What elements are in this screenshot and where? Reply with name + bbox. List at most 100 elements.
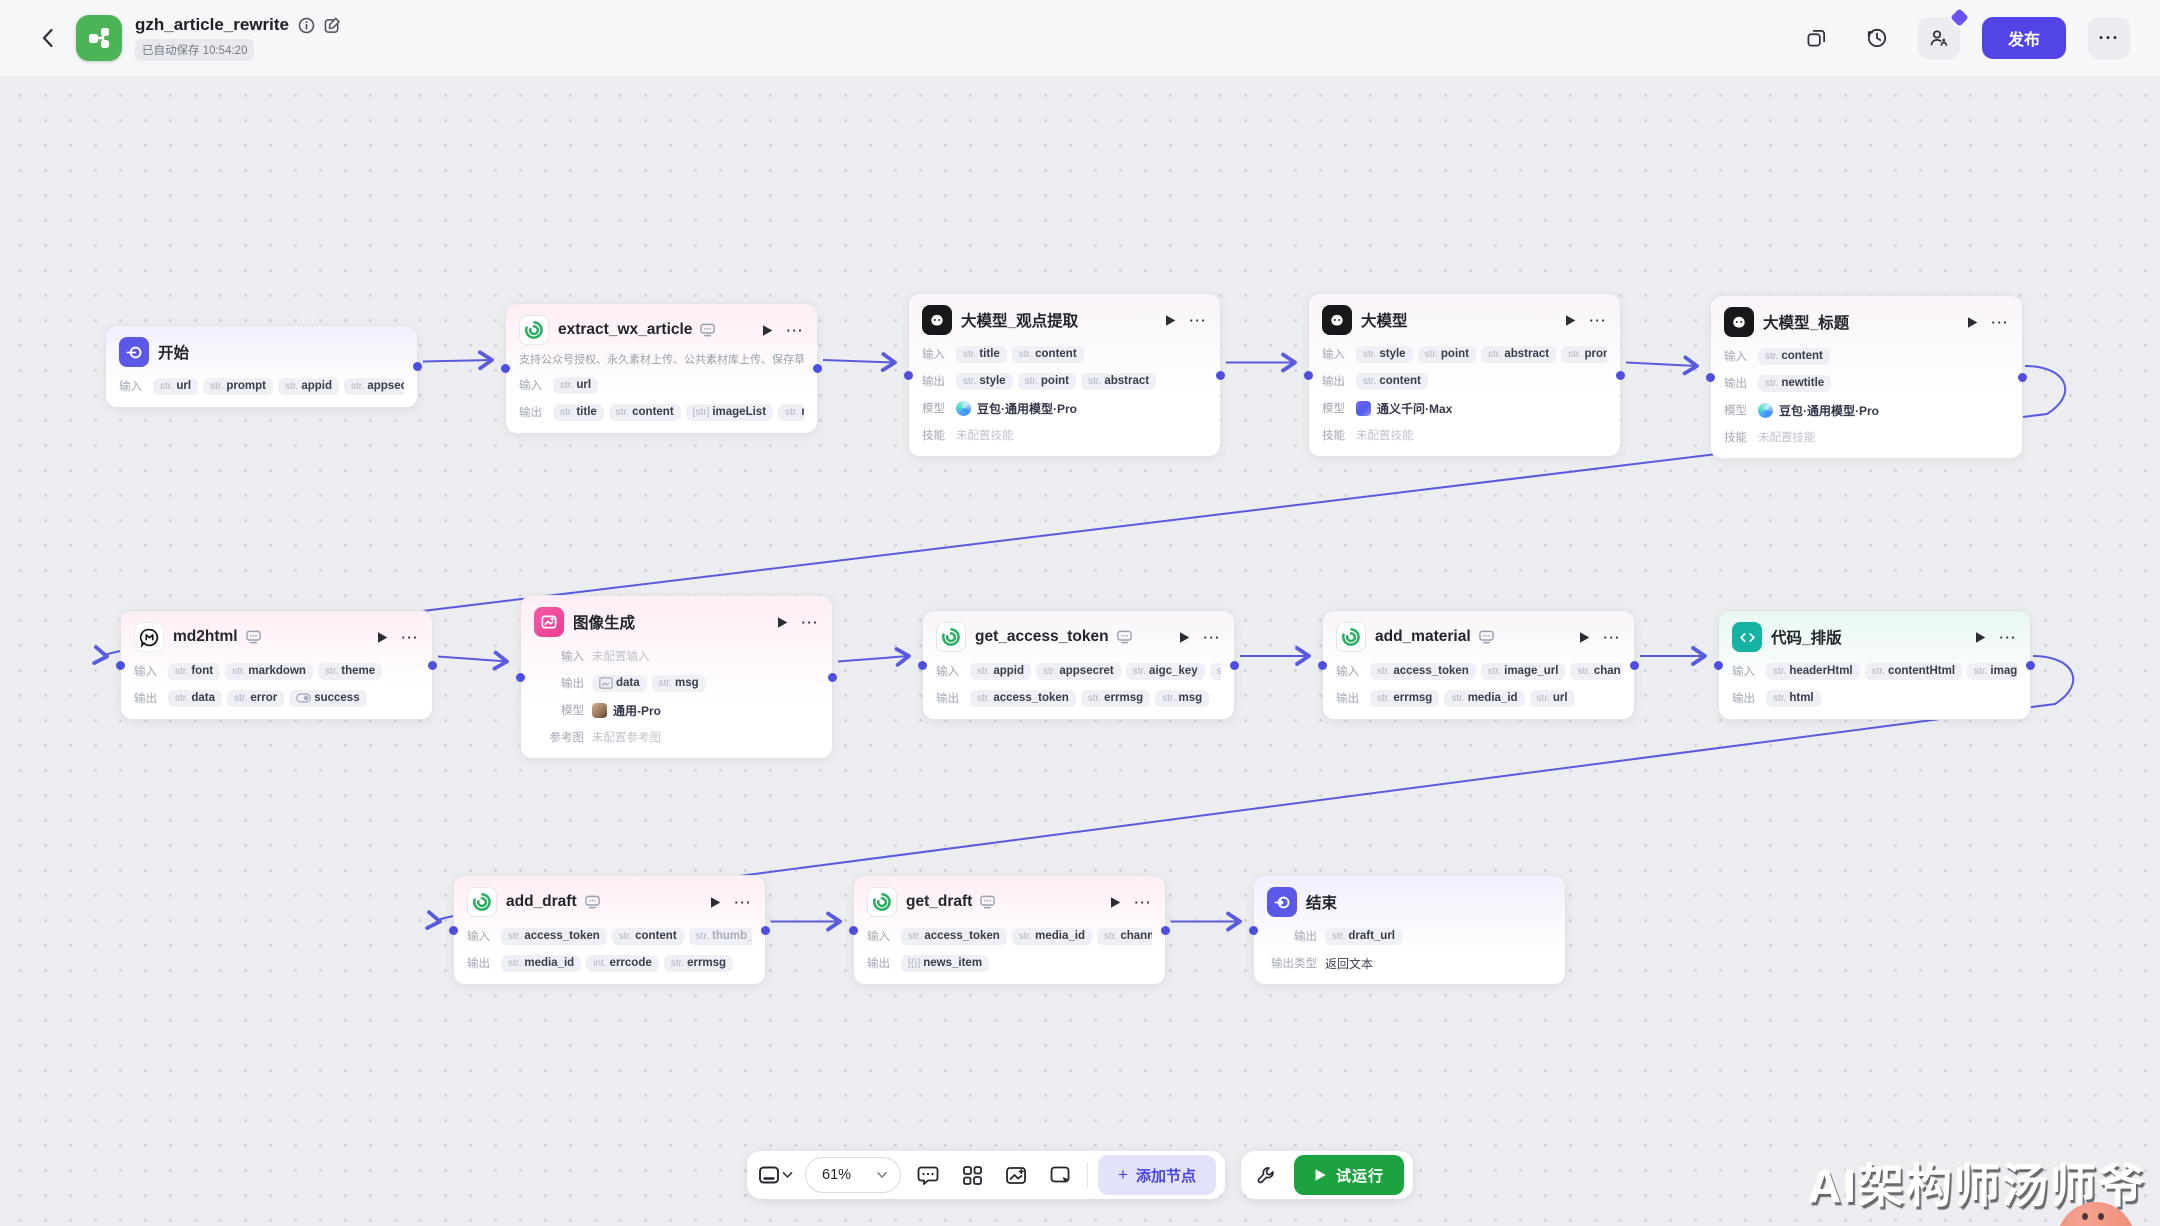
node-run-button[interactable] xyxy=(1164,314,1176,327)
input-port[interactable] xyxy=(116,660,125,670)
output-port[interactable] xyxy=(828,672,837,682)
input-port[interactable] xyxy=(1249,925,1258,935)
node-run-button[interactable] xyxy=(709,896,721,909)
node-more-button[interactable]: ··· xyxy=(801,614,819,630)
node-more-button[interactable]: ··· xyxy=(1189,312,1207,328)
more-options-button[interactable]: ··· xyxy=(2088,17,2130,59)
output-port[interactable] xyxy=(428,660,437,670)
duplicate-icon[interactable] xyxy=(1798,19,1836,57)
node-run-button[interactable] xyxy=(1578,631,1590,644)
output-port[interactable] xyxy=(1616,370,1625,380)
canvas-toolbar: 61% + 添加节点 xyxy=(747,1151,1225,1199)
node-more-button[interactable]: ··· xyxy=(1991,314,2009,330)
input-port[interactable] xyxy=(1318,660,1327,670)
edge-llm_title-to-md2html[interactable] xyxy=(92,365,2067,665)
node-run-button[interactable] xyxy=(761,324,773,337)
node-run-button[interactable] xyxy=(376,631,388,644)
node-more-button[interactable]: ··· xyxy=(1603,629,1621,645)
add-node-button[interactable]: + 添加节点 xyxy=(1098,1155,1216,1195)
row-label: 输入 xyxy=(922,349,945,361)
edge-extract-to-llm_viewpoint[interactable] xyxy=(822,352,897,372)
workflow-logo-icon xyxy=(76,15,122,61)
test-run-button[interactable]: 试运行 xyxy=(1293,1155,1404,1195)
row-label: 输入 xyxy=(134,666,157,678)
output-port[interactable] xyxy=(413,362,422,371)
node-run-button[interactable] xyxy=(1966,316,1978,329)
input-port[interactable] xyxy=(516,672,525,682)
input-port[interactable] xyxy=(918,660,927,670)
node-run-button[interactable] xyxy=(1178,631,1190,644)
edge-code_layout-to-add_draft[interactable] xyxy=(425,655,2075,930)
input-port[interactable] xyxy=(449,925,458,935)
row-label: 输出 xyxy=(922,376,945,388)
plugin-node-icon xyxy=(936,622,966,652)
input-port[interactable] xyxy=(1304,370,1313,380)
input-port[interactable] xyxy=(849,925,858,935)
interaction-mode-selector[interactable] xyxy=(756,1165,795,1185)
debug-tools-icon[interactable] xyxy=(1250,1158,1284,1192)
back-button[interactable] xyxy=(30,21,64,55)
node-run-button[interactable] xyxy=(1564,314,1576,327)
input-port[interactable] xyxy=(1706,372,1715,382)
node-more-button[interactable]: ··· xyxy=(734,894,752,910)
node-more-button[interactable]: ··· xyxy=(786,322,804,338)
param-tag: str.newtitle xyxy=(1758,374,1832,392)
node-more-button[interactable]: ··· xyxy=(1589,312,1607,328)
components-icon[interactable] xyxy=(955,1158,989,1192)
output-port[interactable] xyxy=(1230,660,1239,670)
node-run-button[interactable] xyxy=(776,616,788,629)
node-more-button[interactable]: ··· xyxy=(1203,629,1221,645)
model-selector[interactable]: 豆包·通用模型·Pro xyxy=(956,400,1077,417)
output-port[interactable] xyxy=(761,925,770,935)
info-icon[interactable] xyxy=(298,17,315,34)
insert-image-icon[interactable] xyxy=(999,1158,1033,1192)
history-icon[interactable] xyxy=(1858,19,1896,57)
node-more-button[interactable]: ··· xyxy=(401,629,419,645)
param-tag: str.imageUrl xyxy=(1967,662,2017,680)
model-selector[interactable]: 通义千问·Max xyxy=(1356,400,1452,417)
edge-llm-to-llm_title[interactable] xyxy=(1625,355,1699,376)
comment-icon[interactable] xyxy=(911,1158,945,1192)
premium-badge xyxy=(1950,8,1969,27)
input-port[interactable] xyxy=(501,364,510,373)
output-port[interactable] xyxy=(1630,660,1639,670)
publish-button[interactable]: 发布 xyxy=(1981,17,2066,59)
param-tag: str.appsecret xyxy=(344,377,404,395)
model-selector[interactable]: 通用-Pro xyxy=(592,702,661,719)
frame-icon[interactable] xyxy=(1043,1158,1077,1192)
edge-md2html-to-image_gen[interactable] xyxy=(437,650,509,671)
input-port[interactable] xyxy=(904,370,913,380)
node-more-button[interactable]: ··· xyxy=(1134,894,1152,910)
input-port[interactable] xyxy=(1714,660,1723,670)
output-port[interactable] xyxy=(2018,372,2027,382)
param-tag: str.appid xyxy=(278,377,340,395)
output-port[interactable] xyxy=(1161,925,1170,935)
node-extract[interactable]: extract_wx_article ···支持公众号授权、永久素材上传、公共素… xyxy=(501,303,822,434)
collaboration-button[interactable] xyxy=(1917,8,1969,59)
output-port[interactable] xyxy=(2026,660,2035,670)
edge-image_gen-to-get_access_token[interactable] xyxy=(837,647,911,667)
output-port[interactable] xyxy=(813,364,822,373)
zoom-level-dropdown[interactable]: 61% xyxy=(805,1157,902,1193)
param-tag: str.prompt xyxy=(203,377,273,395)
node-run-button[interactable] xyxy=(1109,896,1121,909)
output-port[interactable] xyxy=(1216,370,1225,380)
edit-title-icon[interactable] xyxy=(324,17,341,34)
edge-start-to-extract[interactable] xyxy=(422,350,494,371)
node-run-button[interactable] xyxy=(1974,631,1986,644)
node-more-button[interactable]: ··· xyxy=(1999,629,2017,645)
model-selector[interactable]: 豆包·通用模型·Pro xyxy=(1758,402,1879,419)
